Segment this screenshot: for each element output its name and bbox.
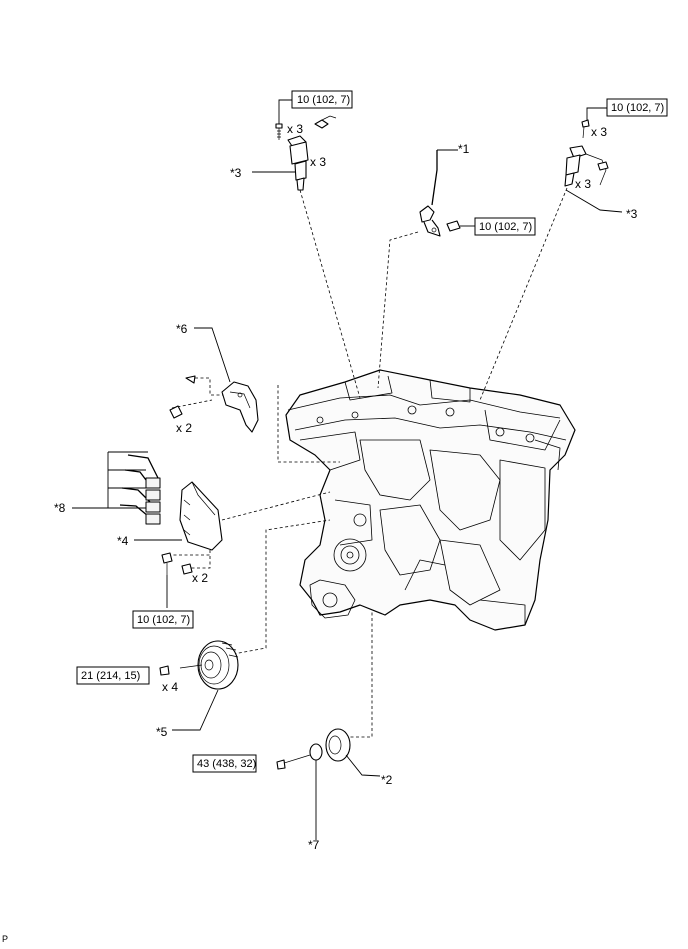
assembly-lines <box>168 187 568 738</box>
crank-pulley <box>159 640 239 731</box>
torque-spec-right-coil: 10 (102, 7) <box>606 98 668 117</box>
torque-text: 10 (102, 7) <box>137 614 190 626</box>
torque-spec-idler: 43 (438, 32) <box>192 754 257 773</box>
connector-harness <box>72 451 161 525</box>
torque-spec-left-coil: 10 (102, 7) <box>291 90 353 109</box>
torque-text: 10 (102, 7) <box>297 94 350 106</box>
callout-3-left: *3 <box>230 166 242 180</box>
torque-text: 21 (214, 15) <box>81 670 140 682</box>
bracket-assembly <box>169 327 259 433</box>
figure-code: P <box>2 934 8 944</box>
torque-text: 10 (102, 7) <box>479 221 532 233</box>
engine-assembly <box>285 369 576 631</box>
callout-7: *7 <box>308 838 320 852</box>
torque-spec-ecu: 10 (102, 7) <box>132 610 194 629</box>
torque-text: 43 (438, 32) <box>197 758 256 770</box>
callout-3-right: *3 <box>626 207 638 221</box>
qty-right-coil: x 3 <box>575 177 591 191</box>
qty-ecu-nut: x 2 <box>192 571 208 585</box>
callout-2: *2 <box>381 773 393 787</box>
torque-spec-pulley: 21 (214, 15) <box>76 666 150 685</box>
left-ignition-coil <box>252 99 337 191</box>
callout-5: *5 <box>156 725 168 739</box>
ecu-module <box>134 481 223 608</box>
sensor-assembly <box>419 149 475 237</box>
right-ignition-coil <box>564 107 623 213</box>
qty-right-coil-bolt: x 3 <box>591 125 607 139</box>
qty-bracket-nut: x 2 <box>176 421 192 435</box>
qty-left-coil-bolt: x 3 <box>287 122 303 136</box>
callout-6: *6 <box>176 322 188 336</box>
idler-assembly <box>276 728 381 840</box>
callout-8: *8 <box>54 501 66 515</box>
qty-pulley-bolt: x 4 <box>162 680 178 694</box>
qty-left-coil: x 3 <box>310 155 326 169</box>
torque-spec-sensor: 10 (102, 7) <box>474 217 536 236</box>
callout-4: *4 <box>117 534 129 548</box>
torque-text: 10 (102, 7) <box>611 102 664 114</box>
callout-1: *1 <box>458 142 470 156</box>
